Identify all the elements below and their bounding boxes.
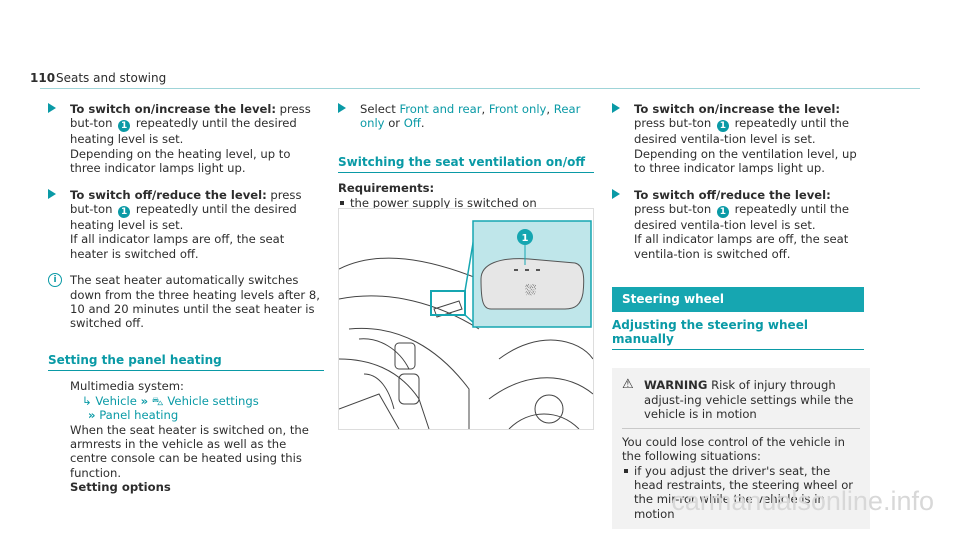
step-lead: To switch on/increase the level:	[634, 102, 840, 116]
option-off: Off	[403, 116, 421, 131]
warning-header: ⚠ WARNING Risk of injury through adjust-…	[622, 378, 860, 421]
callout-marker: 1	[118, 120, 131, 133]
section-band-steering-wheel: Steering wheel	[612, 287, 864, 312]
note-text: The seat heater automatically switches d…	[70, 273, 320, 331]
page-title: Seats and stowing	[56, 71, 167, 85]
step-text: If all indicator lamps are off, the seat…	[634, 232, 849, 261]
step-text: Depending on the heating level, up to th…	[70, 146, 291, 176]
step-switch-off-heating: To switch off/reduce the level: press bu…	[48, 188, 324, 262]
warning-box: ⚠ WARNING Risk of injury through adjust-…	[612, 368, 870, 530]
step-lead: To switch off/reduce the level:	[70, 187, 267, 202]
arrow-icon	[48, 188, 56, 199]
callout-marker: 1	[716, 206, 729, 219]
option-rear-only: Rear only	[360, 102, 581, 131]
requirements-label: Requirements:	[338, 181, 435, 196]
warning-bullet: if you adjust the driver's seat, the hea…	[622, 464, 860, 522]
figure-marker-label: 1	[522, 233, 529, 244]
header-rule	[40, 88, 920, 89]
option-front-only: Front only	[488, 102, 547, 116]
watermark: carmanualsonline.info	[671, 486, 934, 516]
warning-label: WARNING	[644, 378, 708, 393]
path-item-panel-heating: Panel heating	[99, 408, 179, 423]
step-select-option: Select Front and rear, Front only, Rear …	[338, 102, 594, 131]
step-switch-on-heating: To switch on/increase the level: press b…	[48, 102, 324, 176]
step-text: press but-ton	[70, 102, 311, 131]
column-3: To switch on/increase the level: press b…	[612, 102, 870, 530]
menu-path: ↳ Vehicle » ⛍ Vehicle settings	[48, 394, 324, 408]
warning-triangle-icon: ⚠	[622, 377, 634, 393]
chevron-right-icon: »	[140, 393, 149, 408]
path-item-vehicle: Vehicle	[95, 393, 137, 408]
callout-marker	[517, 229, 533, 245]
seat-vent-icon: ⛆	[525, 283, 536, 299]
step-text: or	[388, 116, 401, 131]
setting-options-label: Setting options	[70, 480, 171, 495]
step-text: Select	[360, 102, 396, 116]
requirement-item: the power supply is switched on	[338, 196, 594, 210]
arrow-icon	[338, 103, 346, 113]
section-title-adjust-steering: Adjusting the steering wheel manually	[612, 318, 864, 351]
step-text: press but-ton	[634, 202, 712, 217]
step-text: repeatedly until the desired heating lev…	[70, 202, 297, 233]
step-switch-off-ventilation: To switch off/reduce the level: press bu…	[612, 188, 864, 262]
step-text: repeatedly until the desired ventila-tio…	[634, 116, 850, 147]
warning-body: You could lose control of the vehicle in…	[622, 427, 860, 522]
info-note: i The seat heater automatically switches…	[48, 273, 324, 331]
section-title-seat-ventilation: Switching the seat ventilation on/off	[338, 155, 594, 174]
seat-ventilation-figure: ⛆ 1	[338, 208, 594, 430]
column-2: Select Front and rear, Front only, Rear …	[338, 102, 594, 210]
arrow-icon	[48, 103, 56, 113]
callout-marker: 1	[118, 206, 131, 219]
warning-body-text: You could lose control of the vehicle in…	[622, 434, 845, 464]
menu-path-2: » Panel heating	[48, 408, 324, 422]
path-item-vehicle-settings: Vehicle settings	[167, 393, 259, 408]
info-icon: i	[48, 273, 62, 288]
return-arrow-icon: ↳	[82, 393, 92, 408]
arrow-icon	[612, 103, 620, 113]
step-text: repeatedly until the desired ventila-tio…	[634, 202, 850, 233]
arrow-icon	[612, 188, 620, 199]
option-front-and-rear: Front and rear	[399, 102, 482, 116]
step-lead: To switch on/increase the level:	[70, 102, 276, 116]
page-number: 110	[30, 71, 56, 85]
step-text: .	[420, 116, 425, 131]
body-text: When the seat heater is switched on, the…	[70, 422, 309, 480]
step-text: If all indicator lamps are off, the seat…	[70, 232, 285, 261]
step-text: Depending on the ventilation level, up t…	[634, 146, 857, 176]
step-lead: To switch off/reduce the level:	[634, 187, 831, 202]
seat-ventilation-switch-highlight	[430, 290, 466, 316]
warning-text: Risk of injury through adjust-ing vehicl…	[644, 378, 854, 422]
car-settings-icon: ⛍	[151, 393, 164, 408]
door-panel-illustration: ⛆ 1	[338, 220, 594, 430]
menu-intro: Multimedia system:	[70, 379, 184, 394]
chevron-right-icon: »	[88, 408, 96, 423]
callout-marker: 1	[716, 120, 729, 133]
step-text: press but-ton	[634, 116, 712, 131]
column-1: To switch on/increase the level: press b…	[48, 102, 324, 495]
step-text: press but-ton	[70, 187, 302, 217]
section-title-panel-heating: Setting the panel heating	[48, 353, 324, 372]
step-text: repeatedly until the desired heating lev…	[70, 116, 297, 147]
step-switch-on-ventilation: To switch on/increase the level: press b…	[612, 102, 864, 176]
